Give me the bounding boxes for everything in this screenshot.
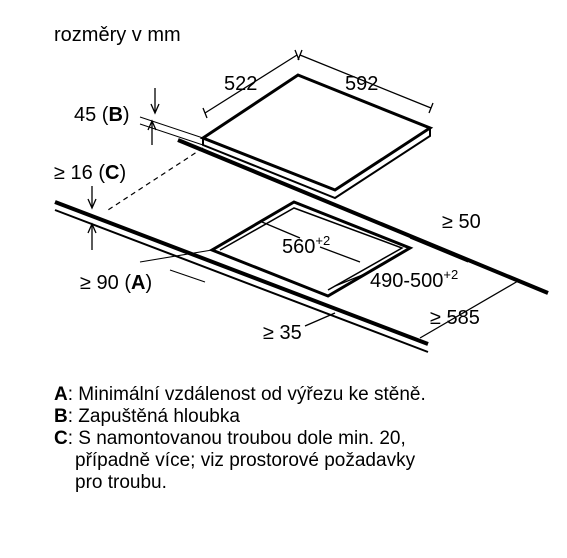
legend: A : Minimální vzdálenost od výřezu ke st… — [54, 384, 426, 494]
legend-item-b: B : Zapuštěná hloubka — [54, 406, 426, 428]
dim-50-line — [409, 237, 469, 263]
dim-560-arrows — [261, 221, 361, 263]
dim-585-line — [419, 280, 519, 339]
legend-item-c: C : S namontovanou troubou dole min. 20, — [54, 428, 426, 450]
dim-35-line — [304, 312, 336, 327]
hob-thickness — [202, 128, 431, 200]
dim-50-label: ≥ 50 — [442, 211, 481, 233]
dim-592-line — [299, 54, 432, 109]
legend-text-a: : Minimální vzdálenost od výřezu ke stěn… — [67, 384, 426, 405]
dim-35-label: ≥ 35 — [263, 322, 302, 344]
dim-522-line — [204, 54, 298, 114]
dim-a-key: A — [131, 272, 146, 294]
dim-b-label: 45 (B) — [74, 104, 130, 126]
cutout-inner — [219, 207, 404, 291]
legend-key-a: A — [54, 384, 68, 405]
dim-c-key: C — [105, 162, 120, 184]
dim-490-value: 490-500 — [370, 270, 444, 292]
dim-560-tolerance: +2 — [315, 233, 331, 248]
dim-490-label: 490-500+2 — [370, 267, 459, 292]
legend-key-c: C — [54, 428, 68, 449]
legend-text-c: : S namontovanou troubou dole min. 20, — [67, 428, 406, 449]
dim-a-line — [139, 249, 213, 263]
cutout — [208, 200, 414, 298]
units-caption: rozměry v mm — [54, 24, 181, 46]
worktop-back-edge — [177, 138, 549, 295]
projection-line — [107, 147, 204, 211]
dim-490-tolerance: +2 — [443, 267, 459, 282]
legend-text-b: : Zapuštěná hloubka — [67, 406, 240, 427]
hob-installation-diagram — [54, 49, 549, 353]
dim-b-value: 45 — [74, 104, 97, 126]
legend-text-c-line2: případně více; viz prostorové požadavky — [75, 450, 416, 471]
worktop-front-edge-2 — [54, 209, 429, 353]
dim-c-label: ≥ 16 (C) — [54, 162, 127, 184]
dim-522-label: 522 — [224, 73, 258, 95]
legend-item-a: A : Minimální vzdálenost od výřezu ke st… — [54, 384, 426, 406]
dim-a-value: ≥ 90 — [80, 272, 119, 294]
dim-560-label: 560+2 — [282, 233, 331, 258]
dim-b-key: B — [108, 104, 123, 126]
dim-c-value: ≥ 16 — [54, 162, 93, 184]
dim-560-value: 560 — [282, 236, 316, 258]
worktop-front-edge — [54, 200, 429, 346]
legend-key-b: B — [54, 406, 68, 427]
dim-592-label: 592 — [345, 73, 379, 95]
dim-490-arrow — [334, 273, 366, 287]
dim-a-label: ≥ 90 (A) — [80, 272, 153, 294]
dim-585-label: ≥ 585 — [430, 307, 480, 329]
legend-text-c-line3: pro troubu. — [75, 472, 167, 493]
